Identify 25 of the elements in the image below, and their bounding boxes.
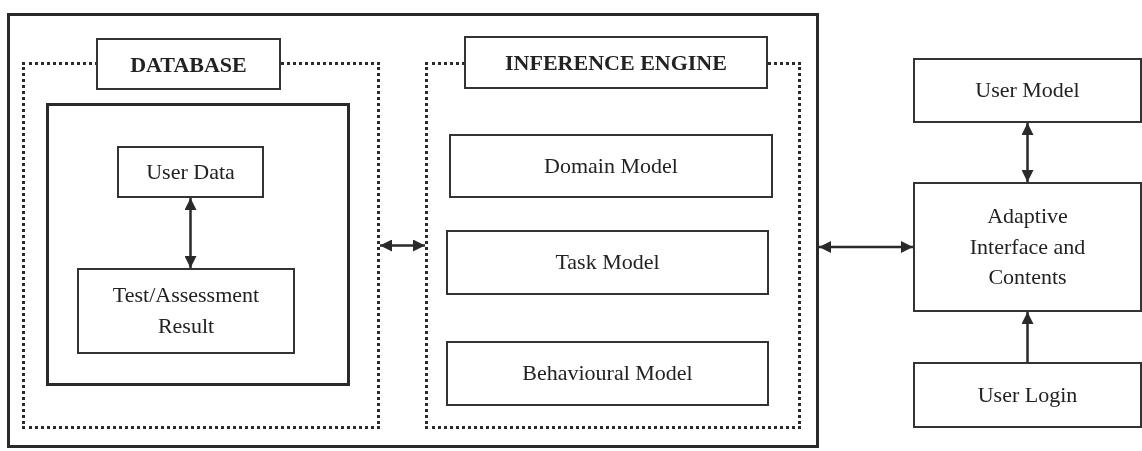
arrow (1021, 123, 1034, 182)
box-label: Test/Assessment Result (111, 281, 261, 340)
arrow (1021, 312, 1034, 362)
box-label: Task Model (555, 248, 660, 277)
process-box (913, 362, 1142, 428)
box-label: Domain Model (544, 151, 678, 180)
arrow (184, 198, 197, 268)
process-box (449, 134, 773, 198)
box-label: User Data (146, 157, 235, 186)
process-box (446, 230, 769, 295)
arrow (819, 241, 913, 253)
process-box (77, 268, 295, 354)
heading-label: INFERENCE ENGINE (464, 36, 768, 89)
process-box (913, 182, 1142, 312)
process-box (913, 58, 1142, 123)
box-label: User Model (975, 76, 1080, 105)
box-label: Adaptive Interface and Contents (968, 201, 1087, 292)
arrow (380, 239, 425, 252)
process-box (446, 341, 769, 406)
container-box (46, 103, 350, 386)
box-label: Behavioural Model (522, 359, 693, 388)
process-box (117, 146, 264, 198)
container-box (7, 13, 819, 448)
box-label: User Login (977, 380, 1078, 409)
heading-label: DATABASE (96, 38, 281, 90)
